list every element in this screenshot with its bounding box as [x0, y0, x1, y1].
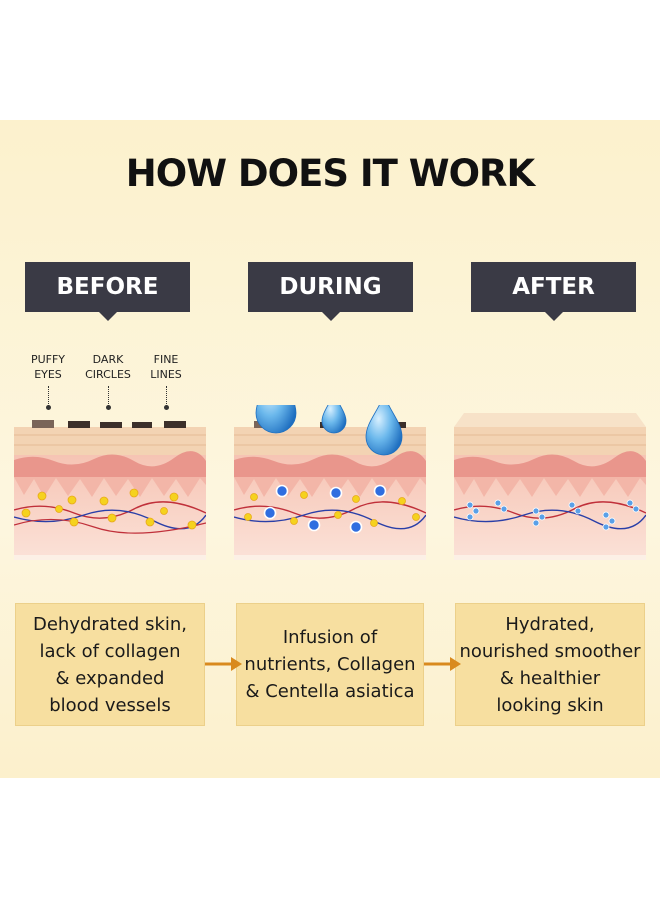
water-drop-icon: [255, 405, 297, 434]
description-before: Dehydrated skin, lack of collagen & expa…: [15, 603, 205, 726]
tab-after: AFTER: [471, 262, 636, 321]
description-before-line3: & expanded: [55, 667, 165, 689]
label-puffy-eyes-line1: PUFFY: [30, 353, 66, 366]
water-drop-icon: [321, 405, 347, 434]
description-during-line2: nutrients, Collagen: [244, 654, 416, 675]
description-during-line3: & Centella asiatica: [245, 681, 415, 702]
tab-before-label: BEFORE: [56, 274, 159, 300]
skin-before-illustration: [14, 420, 206, 560]
arrow-right-icon: [205, 657, 242, 671]
label-fine-lines-line1: FINE: [153, 353, 179, 366]
description-after-line2: nourished smoother: [459, 640, 641, 662]
label-dark-circles-line2: CIRCLES: [85, 368, 131, 381]
label-fine-lines: FINE LINES: [131, 352, 201, 410]
tab-after-label: AFTER: [512, 274, 595, 300]
label-dark-circles-line1: DARK: [92, 353, 124, 366]
description-during-line1: Infusion of: [282, 627, 378, 648]
description-after-line1: Hydrated,: [505, 613, 595, 635]
tab-during: DURING: [248, 262, 413, 321]
water-drop-icon: [365, 405, 403, 456]
page-title: HOW DOES IT WORK: [125, 152, 535, 195]
description-before-line1: Dehydrated skin,: [32, 613, 188, 635]
label-dark-circles: DARK CIRCLES: [73, 352, 143, 410]
label-puffy-eyes-line2: EYES: [34, 368, 62, 381]
label-fine-lines-line2: LINES: [150, 368, 182, 381]
label-puffy-eyes: PUFFY EYES: [13, 352, 83, 410]
skin-during-illustration: [234, 405, 426, 560]
description-during: Infusion of nutrients, Collagen & Centel…: [236, 603, 424, 726]
description-after-line4: looking skin: [496, 694, 604, 716]
tab-before: BEFORE: [25, 262, 190, 321]
arrow-right-icon: [424, 657, 461, 671]
description-before-line4: blood vessels: [49, 694, 171, 716]
tab-during-label: DURING: [279, 274, 382, 300]
description-after: Hydrated, nourished smoother & healthier…: [455, 603, 645, 726]
skin-after-illustration: [454, 413, 646, 560]
description-after-line3: & healthier: [499, 667, 601, 689]
description-before-line2: lack of collagen: [39, 640, 181, 662]
